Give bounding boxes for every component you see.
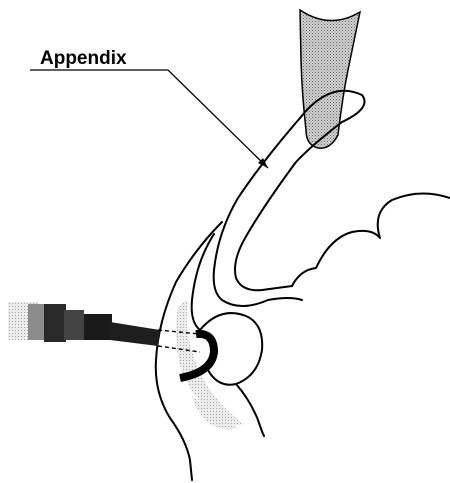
cecum-contour <box>200 313 262 385</box>
trocar-shaft <box>110 322 160 346</box>
bowel-lower <box>268 298 302 300</box>
appendix-leader-line <box>30 70 268 168</box>
appendix-outer-contour <box>214 118 300 306</box>
trocar-handle-dark <box>44 304 66 342</box>
appendix-label: Appendix <box>40 48 127 69</box>
cecum-lower-contour <box>236 384 264 436</box>
trocar-handle-mid <box>28 304 46 340</box>
trocar-collar <box>64 310 84 340</box>
grasper-instrument <box>300 10 360 148</box>
bowel-upper <box>292 193 450 286</box>
trocar-collar-band <box>84 314 112 340</box>
abdominal-wall-inner <box>192 234 214 330</box>
